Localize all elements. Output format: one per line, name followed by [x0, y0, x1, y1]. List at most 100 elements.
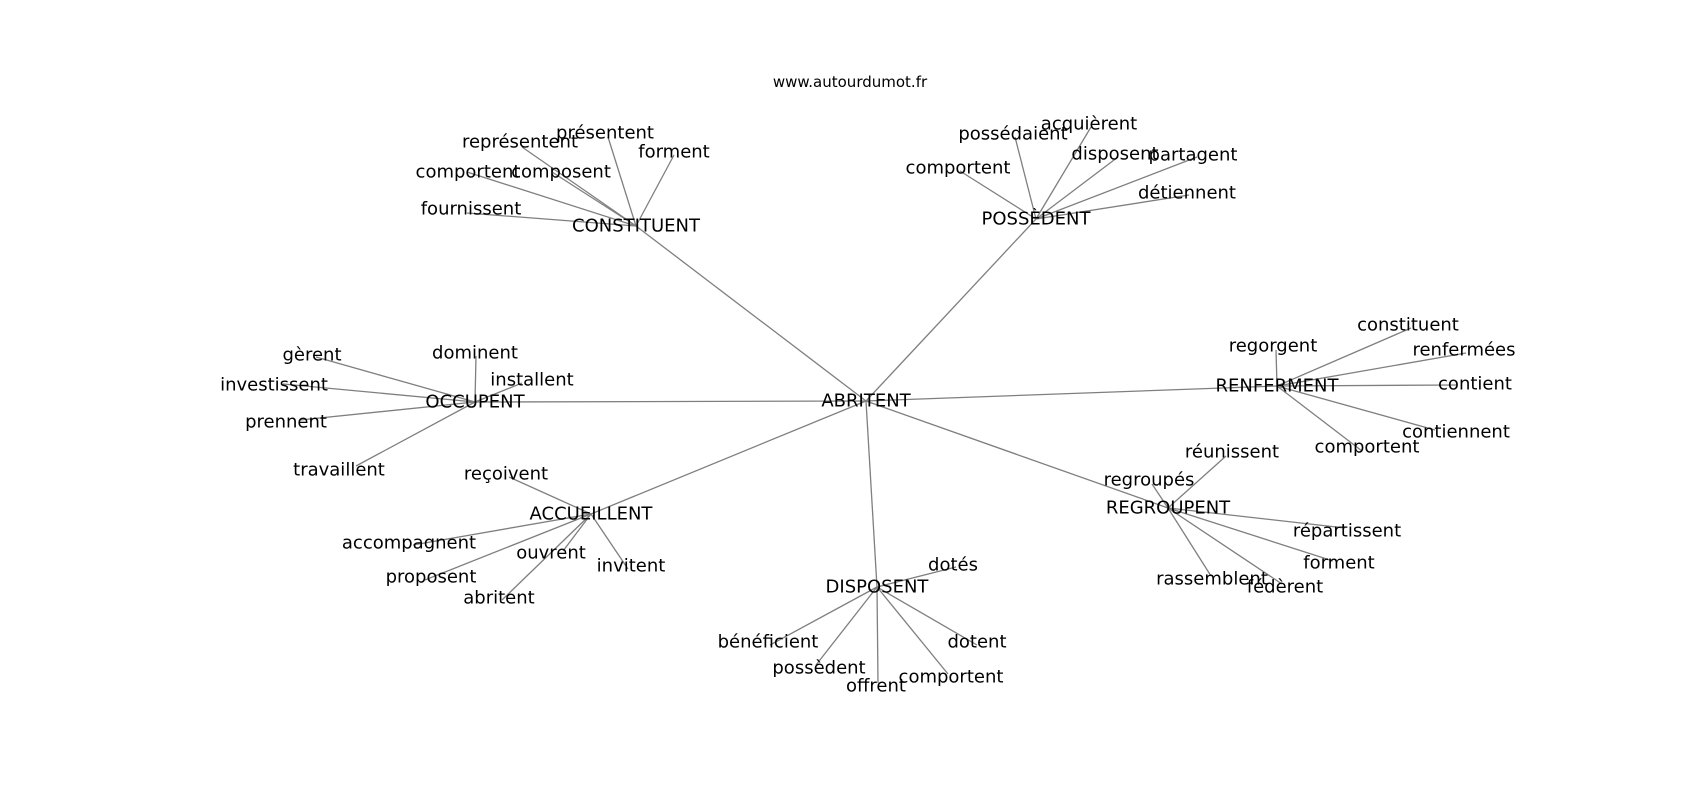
edges-layer [282, 126, 1467, 684]
leaf-node[interactable]: accompagnent [342, 533, 476, 554]
hub-leaf-edge [1276, 385, 1363, 452]
leaf-node[interactable]: proposent [386, 567, 477, 588]
leaf-node[interactable]: gèrent [282, 345, 341, 366]
hub-leaf-edge [355, 401, 476, 467]
hub-node[interactable]: POSSÈDENT [982, 208, 1092, 230]
hub-leaf-edge [1035, 156, 1119, 220]
leaf-node[interactable]: forment [1303, 553, 1375, 574]
hub-leaf-edge [562, 513, 592, 552]
hub-leaf-edge [876, 586, 879, 684]
leaf-node[interactable]: regroupés [1104, 470, 1195, 491]
hub-leaf-edge [282, 383, 476, 403]
hub-node[interactable]: REGROUPENT [1106, 498, 1231, 519]
leaf-node[interactable]: dotent [947, 632, 1006, 653]
hub-leaf-edge [299, 401, 476, 421]
center-hub-edge [865, 385, 1278, 402]
hub-leaf-edge [1167, 507, 1283, 585]
leaf-node[interactable]: reçoivent [464, 464, 548, 485]
hub-leaf-edge [1167, 507, 1346, 529]
hub-leaf-edge [1151, 483, 1169, 509]
center-hub-edge [865, 400, 878, 588]
hub-leaf-edge [1014, 136, 1037, 220]
hub-node[interactable]: DISPOSENT [826, 577, 930, 598]
leaf-node[interactable]: abritent [463, 588, 534, 609]
hub-leaf-edge [1276, 352, 1467, 387]
hub-leaf-edge [474, 355, 477, 403]
hub-leaf-edge [769, 586, 878, 646]
hub-leaf-edge [815, 586, 878, 666]
hub-leaf-edge [1035, 194, 1190, 220]
leaf-node[interactable]: prennent [245, 412, 327, 433]
leaf-node[interactable]: acquièrent [1041, 114, 1137, 135]
hub-leaf-edge [590, 513, 629, 570]
hub-leaf-edge [1035, 156, 1198, 220]
leaf-node[interactable]: détiennent [1138, 183, 1236, 204]
leaf-node[interactable]: renfermées [1412, 340, 1515, 361]
hub-node[interactable]: ACCUEILLENT [530, 504, 654, 525]
leaf-node[interactable]: contient [1438, 374, 1512, 395]
leaf-node[interactable]: invitent [597, 556, 666, 577]
leaf-node[interactable]: composent [511, 162, 611, 183]
leaf-node[interactable]: comportent [1315, 437, 1420, 458]
leaf-node[interactable]: fédèrent [1247, 577, 1323, 598]
center-hub-edge [635, 225, 867, 402]
leaf-node[interactable]: fournissent [421, 199, 522, 220]
leaf-node[interactable]: rassemblent [1156, 569, 1268, 590]
hub-leaf-edge [607, 136, 637, 227]
center-node[interactable]: ABRITENT [821, 391, 911, 412]
leaf-node[interactable]: investissent [220, 375, 328, 396]
center-hub-edge [590, 400, 867, 515]
leaf-node[interactable]: présentent [556, 123, 654, 144]
hub-leaf-edge [501, 513, 592, 601]
hub-leaf-edge [474, 382, 523, 403]
leaf-node[interactable]: dominent [432, 343, 518, 364]
leaf-node[interactable]: constituent [1357, 315, 1459, 336]
hub-leaf-edge [1276, 327, 1412, 387]
hub-leaf-edge [551, 171, 637, 227]
hub-leaf-edge [1276, 384, 1458, 387]
leaf-node[interactable]: forment [638, 142, 710, 163]
leaf-node[interactable]: possédaient [958, 124, 1067, 145]
hub-leaf-edge [1276, 385, 1436, 431]
hub-leaf-edge [1035, 126, 1092, 220]
hub-leaf-edge [521, 146, 637, 227]
hub-leaf-edge [1275, 349, 1278, 387]
leaf-node[interactable]: possèdent [772, 658, 865, 679]
hub-node[interactable]: OCCUPENT [425, 392, 525, 413]
leaf-node[interactable]: ouvrent [516, 543, 586, 564]
leaf-node[interactable]: répartissent [1293, 521, 1401, 542]
hub-leaf-edge [466, 171, 637, 227]
hub-leaf-edge [1167, 507, 1334, 562]
hub-leaf-edge [876, 586, 949, 675]
leaf-node[interactable]: réunissent [1185, 442, 1279, 463]
hub-leaf-edge [412, 513, 592, 546]
leaf-node[interactable]: travaillent [293, 460, 385, 481]
source-url: www.autourdumot.fr [772, 73, 928, 91]
leaf-node[interactable]: installent [490, 370, 573, 391]
leaf-node[interactable]: disposent [1071, 144, 1158, 165]
center-hub-edge [474, 400, 867, 403]
leaf-node[interactable]: comportent [416, 162, 521, 183]
leaf-node[interactable]: offrent [846, 676, 906, 697]
leaf-node[interactable]: contiennent [1402, 422, 1510, 443]
leaf-node[interactable]: partagent [1149, 145, 1238, 166]
hub-leaf-edge [1167, 507, 1212, 577]
center-hub-edge [865, 218, 1037, 402]
hub-leaf-edge [876, 586, 978, 646]
hub-leaf-edge [959, 170, 1037, 220]
leaf-node[interactable]: comportent [906, 158, 1011, 179]
leaf-node[interactable]: représentent [462, 132, 578, 153]
leaf-node[interactable]: regorgent [1229, 336, 1318, 357]
center-hub-edge [865, 400, 1169, 509]
leaf-node[interactable]: dotés [928, 555, 978, 576]
hub-leaf-edge [508, 476, 592, 515]
leaf-node[interactable]: bénéficient [718, 632, 819, 653]
hub-leaf-edge [315, 356, 476, 403]
hub-leaf-edge [424, 513, 592, 581]
hub-node[interactable]: CONSTITUENT [572, 216, 701, 237]
hub-node[interactable]: RENFERMENT [1216, 376, 1340, 397]
leaf-node[interactable]: comportent [899, 667, 1004, 688]
labels-layer: ABRITENT CONSTITUENT représententprésenten… [220, 114, 1515, 697]
hub-leaf-edge [466, 212, 637, 227]
